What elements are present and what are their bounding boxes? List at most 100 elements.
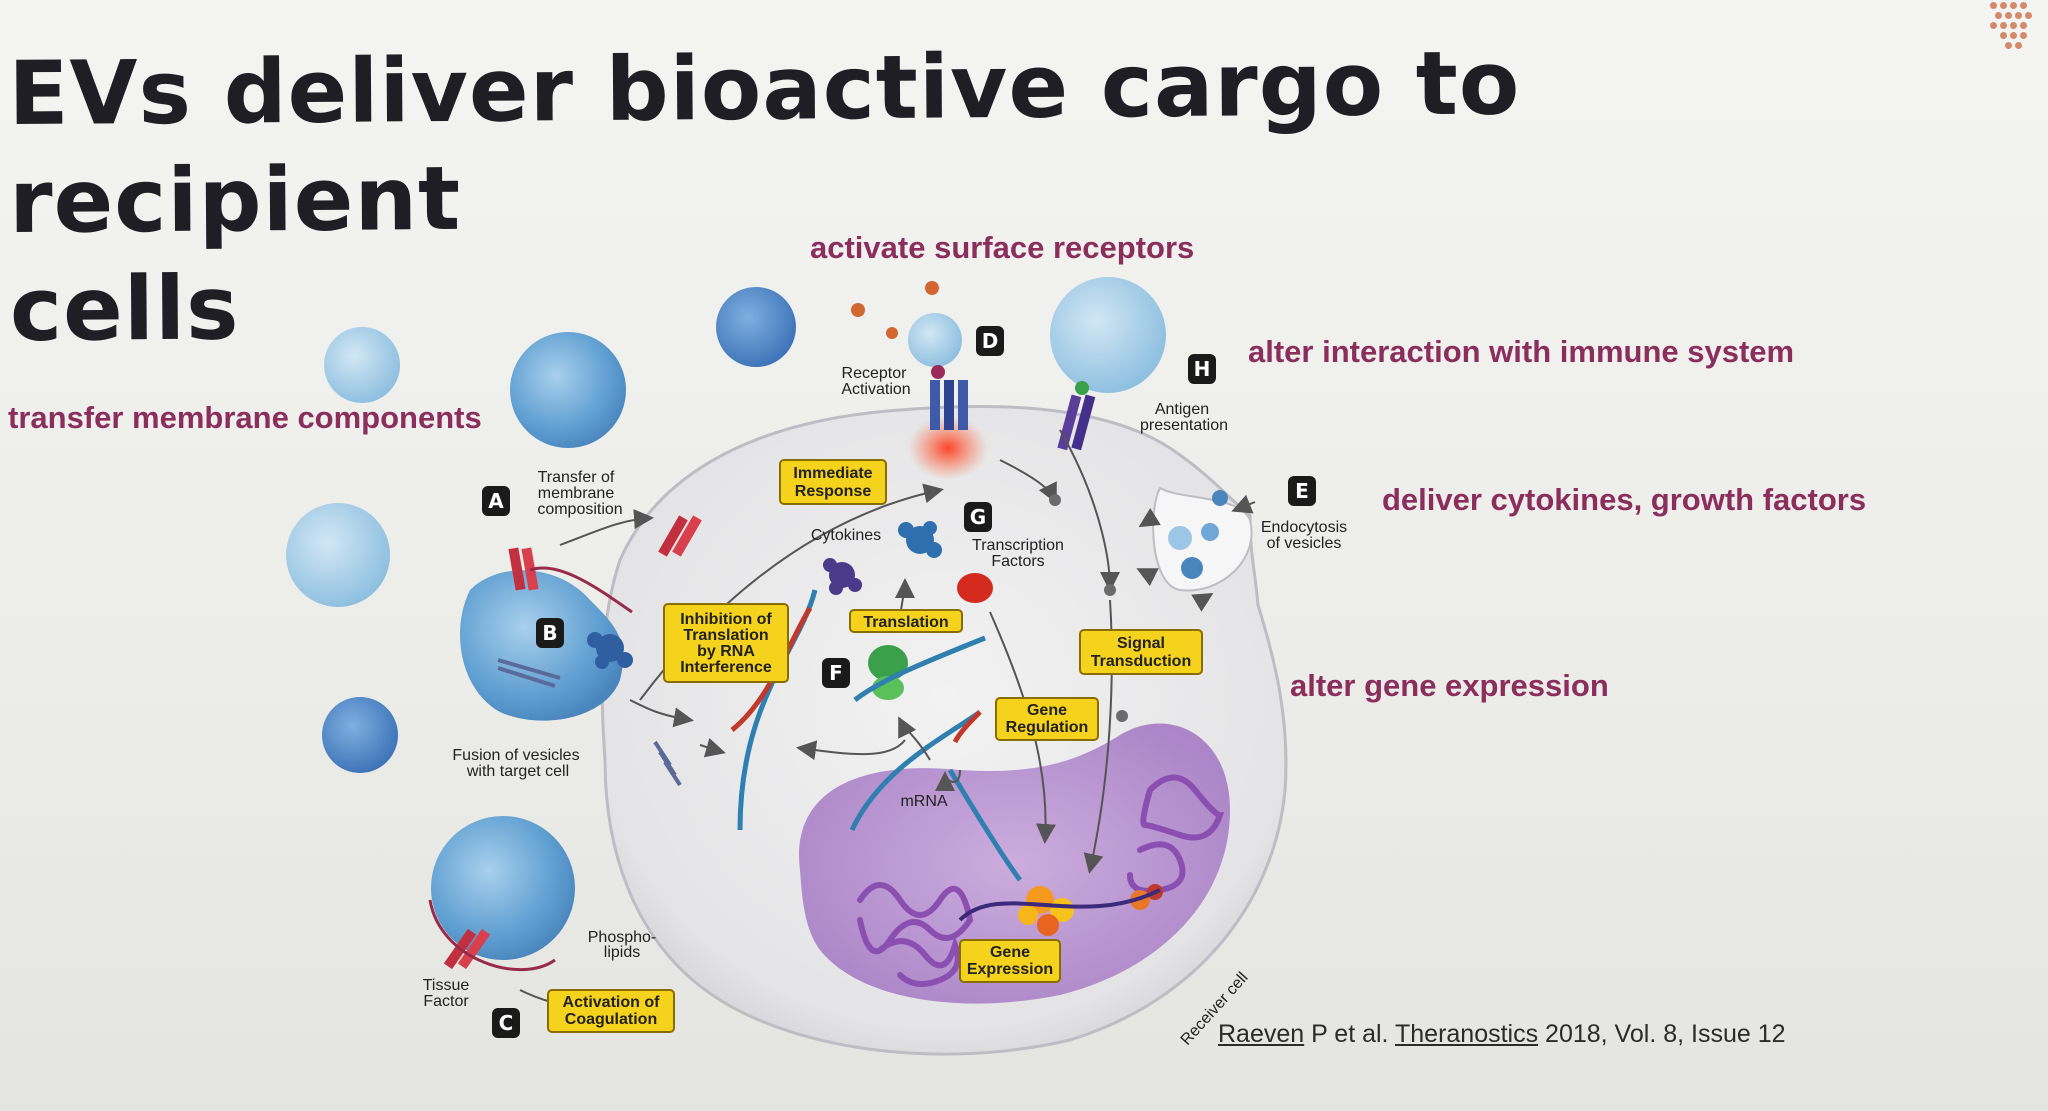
letter-badge-A: A bbox=[482, 486, 510, 516]
vesicle bbox=[716, 287, 796, 367]
chromatin-icon bbox=[857, 774, 1225, 987]
ligand-dot bbox=[925, 281, 939, 295]
small-vesicle bbox=[1181, 557, 1203, 579]
svg-text:Expression: Expression bbox=[967, 961, 1053, 978]
letter-badge-F: F bbox=[822, 658, 850, 688]
vesicle-antigen bbox=[1050, 277, 1166, 393]
svg-text:Gene: Gene bbox=[990, 944, 1030, 961]
rna-strand bbox=[853, 635, 986, 702]
receptor-icon bbox=[930, 365, 968, 430]
svg-text:Activation of: Activation of bbox=[563, 994, 661, 1011]
box-signal-transduction: Signal Transduction bbox=[1079, 629, 1203, 675]
citation-journal-link[interactable]: Theranostics bbox=[1394, 1020, 1539, 1048]
callout-alter-immune-interaction: alter interaction with immune system bbox=[1248, 334, 1795, 369]
label-phospholipids: Phospho- bbox=[588, 929, 657, 946]
citation-text: P et al. bbox=[1304, 1020, 1395, 1048]
label-cytokines: Cytokines bbox=[811, 527, 881, 544]
membrane-line bbox=[428, 899, 556, 972]
svg-text:Translation: Translation bbox=[683, 627, 768, 644]
pathway-dot bbox=[1049, 494, 1061, 506]
mirna-icon bbox=[497, 658, 682, 787]
vesicle bbox=[431, 816, 575, 960]
transcription-complex-icon bbox=[958, 884, 1163, 936]
svg-text:Response: Response bbox=[795, 483, 872, 500]
citation: Raeven P et al. Theranostics 2018, Vol. … bbox=[1218, 1020, 1786, 1049]
rna-strand bbox=[952, 710, 982, 744]
box-activation-coagulation: Activation of Coagulation bbox=[547, 989, 675, 1033]
label-transfer-membrane: composition bbox=[537, 501, 622, 518]
label-antigen-presentation: presentation bbox=[1140, 417, 1228, 434]
box-translation: Translation bbox=[849, 609, 963, 633]
pathway-dot bbox=[1116, 710, 1128, 722]
svg-text:Inhibition of: Inhibition of bbox=[680, 611, 772, 628]
label-endocytosis: Endocytosis bbox=[1261, 519, 1347, 536]
vesicle bbox=[324, 327, 400, 403]
letter-badge-H: H bbox=[1188, 354, 1216, 384]
small-vesicle bbox=[1201, 523, 1219, 541]
cytokine-icon bbox=[898, 521, 942, 558]
svg-text:A: A bbox=[488, 489, 504, 513]
cytokine-icon bbox=[823, 558, 862, 595]
svg-text:Immediate: Immediate bbox=[793, 465, 872, 482]
small-vesicle bbox=[1212, 490, 1228, 506]
callout-alter-gene-expression: alter gene expression bbox=[1290, 668, 1609, 703]
label-fusion-vesicles: Fusion of vesicles bbox=[452, 747, 579, 764]
svg-text:Signal: Signal bbox=[1117, 635, 1165, 652]
membrane-line bbox=[529, 566, 633, 614]
svg-text:B: B bbox=[542, 621, 557, 645]
endocytosis-pocket bbox=[1152, 486, 1253, 592]
rna-strand bbox=[947, 768, 1023, 882]
svg-text:Regulation: Regulation bbox=[1006, 719, 1089, 736]
citation-author-link[interactable]: Raeven bbox=[1218, 1020, 1305, 1048]
receptor-glow bbox=[908, 416, 988, 480]
corner-logo-icon bbox=[1986, 0, 2038, 50]
svg-text:F: F bbox=[829, 661, 843, 685]
label-tissue-factor: Tissue bbox=[423, 977, 470, 994]
label-mrna: mRNA bbox=[900, 793, 947, 810]
letter-badge-E: E bbox=[1288, 476, 1316, 506]
svg-text:E: E bbox=[1295, 479, 1309, 503]
pathway-dot bbox=[1104, 584, 1116, 596]
letter-badge-B: B bbox=[536, 618, 564, 648]
label-receptor-activation: Activation bbox=[841, 381, 910, 398]
svg-text:C: C bbox=[499, 1011, 514, 1035]
label-transfer-membrane: Transfer of bbox=[538, 469, 615, 486]
svg-text:Coagulation: Coagulation bbox=[565, 1011, 657, 1028]
citation-text: 2018, Vol. 8, Issue 12 bbox=[1538, 1020, 1786, 1048]
label-phospholipids: lipids bbox=[604, 944, 640, 961]
label-transcription-factors: Factors bbox=[991, 553, 1044, 570]
svg-text:D: D bbox=[982, 329, 999, 353]
label-transfer-membrane: membrane bbox=[538, 485, 615, 502]
small-vesicle bbox=[1168, 526, 1192, 550]
cytokine-icon bbox=[587, 632, 633, 669]
callout-activate-surface-receptors: activate surface receptors bbox=[810, 230, 1195, 265]
label-endocytosis: of vesicles bbox=[1267, 535, 1342, 552]
ligand-dot bbox=[886, 327, 898, 339]
ligand-dot bbox=[851, 303, 865, 317]
letter-badge-C: C bbox=[492, 1008, 520, 1038]
svg-text:by RNA: by RNA bbox=[697, 643, 755, 660]
box-gene-expression: Gene Expression bbox=[959, 939, 1061, 983]
letter-badge-D: D bbox=[976, 326, 1004, 356]
vesicle bbox=[286, 503, 390, 607]
box-inhibition-translation: Inhibition of Translation by RNA Interfe… bbox=[663, 603, 789, 683]
box-immediate-response: Immediate Response bbox=[779, 459, 887, 505]
vesicle bbox=[510, 332, 626, 448]
callout-transfer-membrane-components: transfer membrane components bbox=[8, 400, 482, 435]
letter-badge-G: G bbox=[964, 502, 992, 532]
label-antigen-presentation: Antigen bbox=[1155, 401, 1209, 418]
vesicle-receptor bbox=[908, 313, 962, 367]
callout-deliver-cytokines: deliver cytokines, growth factors bbox=[1382, 482, 1867, 517]
svg-text:Gene: Gene bbox=[1027, 702, 1067, 719]
box-gene-regulation: Gene Regulation bbox=[995, 697, 1099, 741]
rna-strand bbox=[849, 709, 982, 832]
vesicle bbox=[322, 697, 398, 773]
nucleus bbox=[799, 723, 1230, 1004]
svg-text:G: G bbox=[970, 505, 986, 529]
label-tissue-factor: Factor bbox=[423, 993, 469, 1010]
label-receptor-activation: Receptor bbox=[842, 365, 908, 382]
label-transcription-factors: Transcription bbox=[972, 537, 1064, 554]
svg-text:Interference: Interference bbox=[680, 659, 772, 676]
transcription-factor-icon bbox=[957, 573, 993, 603]
